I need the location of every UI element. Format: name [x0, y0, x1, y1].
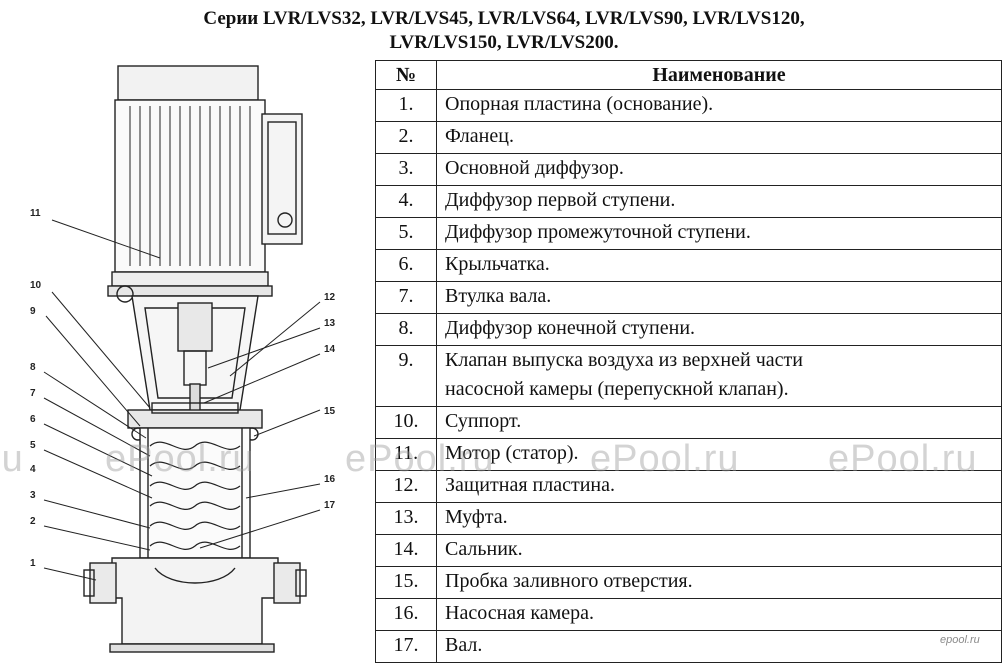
row-name: Диффузор конечной ступени.	[436, 313, 1002, 346]
callout-9: 9	[30, 306, 36, 317]
watermark: ePool.ru	[105, 438, 255, 480]
row-name: Суппорт.	[436, 406, 1002, 439]
callout-10: 10	[30, 280, 42, 291]
table-row: 7.Втулка вала.	[375, 281, 1002, 314]
callout-17: 17	[324, 500, 336, 511]
row-name: Фланец.	[436, 121, 1002, 154]
table-row: 1.Опорная пластина (основание).	[375, 89, 1002, 122]
table-row: 6.Крыльчатка.	[375, 249, 1002, 282]
table-row: 8.Диффузор конечной ступени.	[375, 313, 1002, 346]
row-name: Сальник.	[436, 534, 1002, 567]
table-row: 4.Диффузор первой ступени.	[375, 185, 1002, 218]
callout-16: 16	[324, 474, 336, 485]
callout-6: 6	[30, 414, 36, 425]
row-name: Мотор (статор).	[436, 438, 1002, 471]
callout-15: 15	[324, 406, 336, 417]
row-num: 11.	[375, 438, 437, 471]
row-name-line-1: Клапан выпуска воздуха из верхней части	[445, 349, 803, 371]
callout-5: 5	[30, 440, 36, 451]
callout-14: 14	[324, 344, 336, 355]
row-num: 1.	[375, 89, 437, 122]
row-name-line-2: насосной камеры (перепускной клапан).	[445, 378, 789, 400]
callout-2: 2	[30, 516, 36, 527]
row-name: Втулка вала.	[436, 281, 1002, 314]
table-header-row: № Наименование	[375, 60, 1002, 90]
table-row: 2.Фланец.	[375, 121, 1002, 154]
table-row: 16.Насосная камера.	[375, 598, 1002, 631]
row-num: 12.	[375, 470, 437, 503]
row-name: Клапан выпуска воздуха из верхней части н…	[436, 345, 1002, 407]
parts-table: № Наименование 1.Опорная пластина (основ…	[375, 60, 1002, 663]
row-num: 3.	[375, 153, 437, 186]
watermark: ePool.ru	[828, 438, 978, 480]
row-num: 16.	[375, 598, 437, 631]
pump-diagram: 11 10 9 8 7 6 5 4 3 2 1 12 13 14 15 16 1…	[30, 65, 336, 653]
header-name: Наименование	[436, 60, 1002, 90]
row-name: Пробка заливного отверстия.	[436, 566, 1002, 599]
table-row: 10.Суппорт.	[375, 406, 1002, 439]
table-row: 3.Основной диффузор.	[375, 153, 1002, 186]
row-name: Насосная камера.	[436, 598, 1002, 631]
row-name: Муфта.	[436, 502, 1002, 535]
callout-12: 12	[324, 292, 336, 303]
row-num: 14.	[375, 534, 437, 567]
row-num: 5.	[375, 217, 437, 250]
row-num: 13.	[375, 502, 437, 535]
row-num: 9.	[375, 345, 437, 407]
callout-8: 8	[30, 362, 36, 373]
row-name: Вал.	[436, 630, 1002, 663]
table-row: 13.Муфта.	[375, 502, 1002, 535]
table-row: 14.Сальник.	[375, 534, 1002, 567]
watermark: ePool.ru	[345, 438, 495, 480]
row-name: Диффузор первой ступени.	[436, 185, 1002, 218]
page-title-line-1: Серии LVR/LVS32, LVR/LVS45, LVR/LVS64, L…	[203, 8, 805, 29]
row-num: 8.	[375, 313, 437, 346]
row-num: 7.	[375, 281, 437, 314]
row-num: 4.	[375, 185, 437, 218]
page-title-line-2: LVR/LVS150, LVR/LVS200.	[389, 32, 619, 53]
watermark-partial: ru	[0, 438, 24, 480]
row-num: 10.	[375, 406, 437, 439]
callout-7: 7	[30, 388, 36, 399]
table-row: 9.Клапан выпуска воздуха из верхней част…	[375, 345, 1002, 407]
row-name: Диффузор промежуточной ступени.	[436, 217, 1002, 250]
row-name: Основной диффузор.	[436, 153, 1002, 186]
site-logo: epool.ru	[940, 634, 980, 646]
row-name: Крыльчатка.	[436, 249, 1002, 282]
row-num: 17.	[375, 630, 437, 663]
callout-13: 13	[324, 318, 336, 329]
table-row: 5.Диффузор промежуточной ступени.	[375, 217, 1002, 250]
row-name: Опорная пластина (основание).	[436, 89, 1002, 122]
row-num: 6.	[375, 249, 437, 282]
callout-1: 1	[30, 558, 36, 569]
row-num: 15.	[375, 566, 437, 599]
header-num: №	[375, 60, 437, 90]
callout-11: 11	[30, 208, 41, 219]
table-row: 11.Мотор (статор).	[375, 438, 1002, 471]
table-row: 15.Пробка заливного отверстия.	[375, 566, 1002, 599]
watermark: ePool.ru	[590, 438, 740, 480]
row-num: 2.	[375, 121, 437, 154]
table-row: 17.Вал.	[375, 630, 1002, 663]
callout-4: 4	[30, 464, 36, 475]
callout-3: 3	[30, 490, 36, 501]
